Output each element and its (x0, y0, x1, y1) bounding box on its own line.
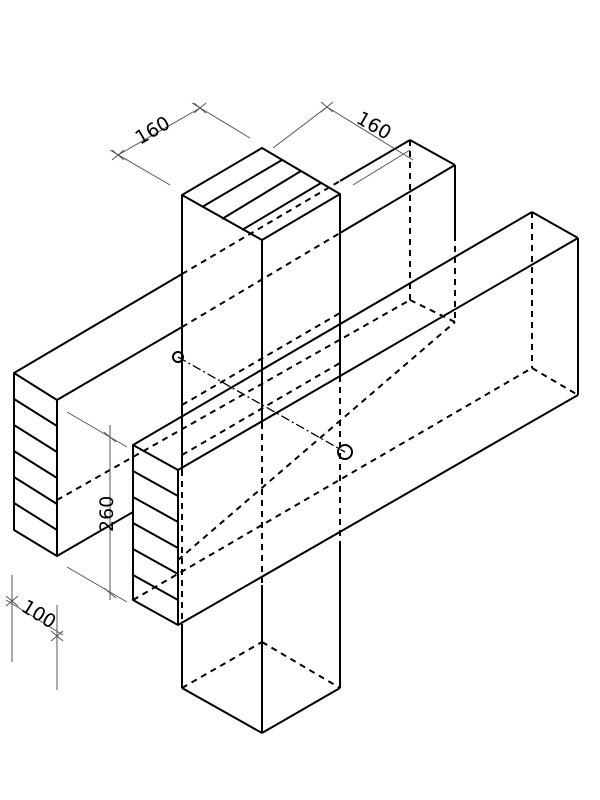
dimension-label: 160 (353, 107, 395, 144)
dimension-label: 260 (96, 496, 118, 532)
dimension-160-left: 160 (109, 102, 251, 186)
dowel-hole-front (337, 444, 353, 460)
rear-beam (13, 139, 456, 561)
dimension-160-right: 160 (272, 101, 414, 186)
rear-beam-end-hatching (13, 398, 58, 531)
dimension-100: 100 (5, 575, 64, 690)
dowel-axis (172, 351, 353, 460)
front-beam-end-hatching (132, 470, 179, 601)
dimension-label: 100 (17, 596, 59, 634)
dowel-hole-rear (172, 351, 184, 363)
front-beam (132, 211, 579, 626)
post-top-hatching (201, 159, 322, 231)
dimension-260: 260 (66, 411, 128, 603)
post (181, 147, 341, 734)
